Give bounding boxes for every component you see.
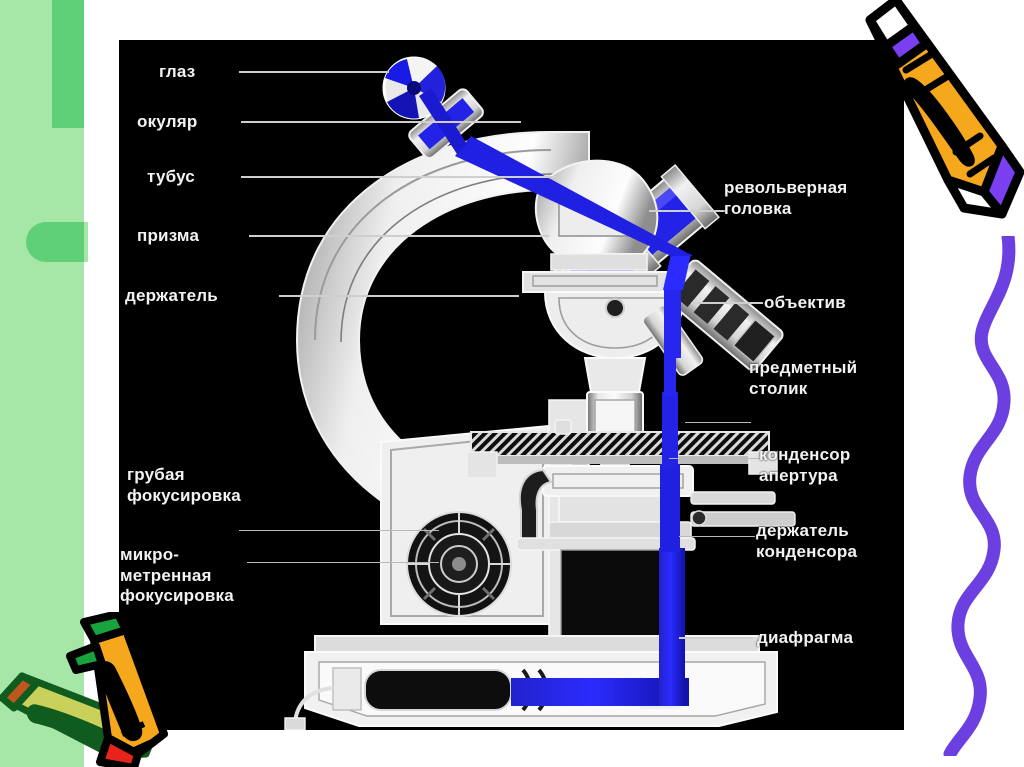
- leader-line-nosepiece: [649, 210, 727, 212]
- leader-line-condenser: [669, 458, 759, 459]
- green-vertical-bar: [52, 0, 84, 128]
- microscope-image-panel: глаз окуляр тубус призма держатель груба…: [119, 40, 904, 730]
- label-diaphragm: диафрагма: [757, 628, 854, 647]
- label-nosepiece: револьверная головка: [724, 178, 848, 218]
- label-stage: предметный столик: [749, 358, 858, 398]
- leader-line-eye: [239, 71, 389, 73]
- label-micrometer-focus: микро- метренная фокусировка: [120, 545, 234, 606]
- label-objective: объектив: [764, 293, 846, 312]
- label-coarse-focus: грубая фокусировка: [127, 465, 241, 505]
- label-ocular: окуляр: [137, 112, 198, 131]
- leader-line-holder: [279, 295, 519, 297]
- label-condenser-aperture: конденсор апертура: [759, 445, 851, 485]
- microscope-illustration: [284, 56, 796, 730]
- crayon-top-right-icon: [865, 0, 1024, 219]
- label-prism: призма: [137, 226, 200, 245]
- leader-line-tube: [241, 176, 561, 178]
- label-holder: держатель: [125, 286, 218, 305]
- leader-line-micro: [247, 562, 439, 563]
- crayon-bottom-left-b-icon: [66, 612, 168, 767]
- leader-line-ocular: [241, 121, 521, 123]
- label-tube: тубус: [147, 167, 195, 186]
- leader-line-objective: [691, 302, 763, 304]
- leader-line-prism: [249, 235, 549, 237]
- leader-line-condenser-holder: [679, 536, 755, 537]
- label-eye: глаз: [159, 62, 196, 81]
- leader-line-stage: [685, 422, 751, 423]
- leader-line-diaphragm: [679, 637, 753, 639]
- purple-squiggle-decoration: [943, 236, 1016, 756]
- leader-line-coarse: [239, 530, 439, 531]
- green-rounded-bar: [26, 222, 84, 262]
- label-condenser-holder: держатель конденсора: [756, 521, 858, 561]
